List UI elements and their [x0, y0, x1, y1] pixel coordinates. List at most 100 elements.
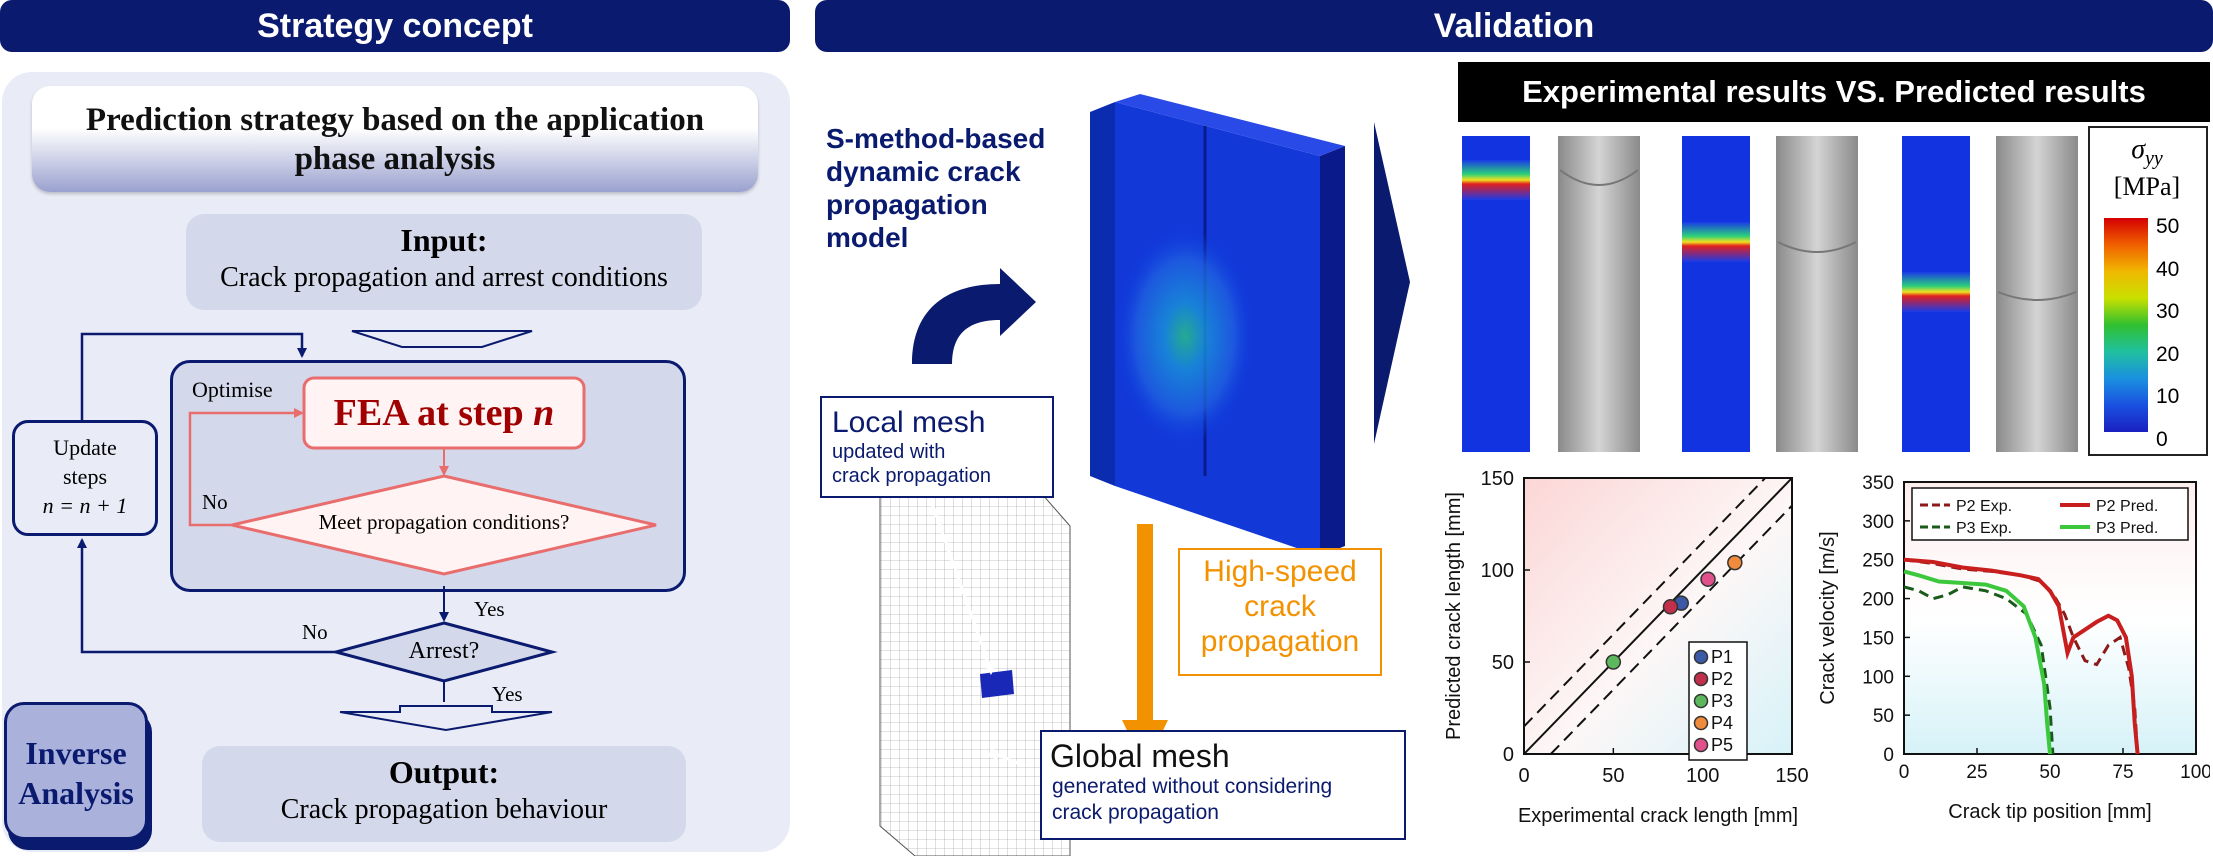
high-speed-line3: propagation: [1200, 625, 1360, 658]
chart2-xlabel: Crack tip position [mm]: [1948, 801, 2151, 823]
chart2-legend-label: P2 Pred.: [2096, 498, 2158, 515]
chart1-line-upper: [1524, 478, 1767, 728]
input-flow-arrow: [351, 330, 533, 348]
chart2-ytick-label: 250: [1862, 551, 1894, 572]
photo-result-2: [1776, 136, 1858, 452]
chart2-ytick-label: 0: [1883, 745, 1894, 766]
global-mesh-line2: crack propagation: [1052, 801, 1219, 824]
fea-step-label: FEA at step n: [304, 378, 584, 448]
chart2-ytick-label: 350: [1862, 473, 1894, 494]
local-mesh-pointer-head: [983, 662, 997, 675]
crack-band-1: [1462, 160, 1530, 200]
result-images: [1462, 136, 2078, 452]
chart2-series-p2-pred-: [1903, 557, 2140, 755]
results-pointer-triangle: [1374, 122, 1410, 444]
chart1-legend-swatch-p3: [1693, 693, 1709, 709]
condition-label: Meet propagation conditions?: [318, 510, 570, 534]
result-pair-2: [1682, 136, 1858, 452]
colorbar-sigma: σ: [2131, 134, 2146, 165]
chart1-legend-swatch-p1: [1693, 649, 1709, 665]
local-mesh-patch: [980, 670, 1014, 698]
strategy-flowchart: [77, 330, 657, 732]
local-mesh-line2: crack propagation: [832, 465, 991, 487]
arrest-no-label: No: [302, 620, 328, 644]
inverse-analysis-line2: Analysis: [18, 775, 134, 811]
fea-step-text: FEA at step: [333, 392, 534, 434]
curved-arrow-icon: [912, 268, 1036, 364]
chart1-legend-label: P5: [1711, 735, 1733, 755]
model-title: S-method-based dynamic crack propagation…: [826, 122, 1045, 254]
update-steps-line3: n = n + 1: [42, 493, 128, 518]
high-speed-label: High-speed crack propagation: [1178, 548, 1382, 676]
input-box: Input: Crack propagation and arrest cond…: [186, 214, 702, 310]
crack-band-3: [1902, 272, 1970, 312]
high-speed-line1: High-speed: [1203, 555, 1357, 588]
crack-band-2: [1682, 222, 1750, 262]
photo-crack-3: [1997, 291, 2077, 301]
photo-crack-1: [1559, 169, 1639, 186]
strategy-concept-banner: Strategy concept: [0, 0, 790, 52]
chart1-legend-label: P4: [1711, 713, 1733, 733]
update-loop-arrow: [80, 332, 307, 420]
output-box: Output: Crack propagation behaviour: [202, 746, 686, 842]
chart1-line-identity: [1524, 478, 1792, 754]
condition-yes-label: Yes: [474, 597, 505, 621]
output-text: Crack propagation behaviour: [280, 794, 608, 825]
chart1-legend-label: P1: [1711, 647, 1733, 667]
chart1-ylabel: Predicted crack length [mm]: [1443, 492, 1465, 740]
chart1-point-p3: [1605, 654, 1622, 670]
fea-step-var: n: [533, 392, 555, 434]
chart2-legend-label: P3 Exp.: [1956, 520, 2012, 537]
chart1-ytick-label: 150: [1481, 468, 1514, 490]
chart2-xtick-label: 25: [1966, 762, 1987, 783]
chart2-legend-box: [1911, 487, 2189, 541]
global-mesh-title: Global mesh: [1050, 738, 1230, 774]
chart2-ylabel: Crack velocity [m/s]: [1817, 531, 1839, 704]
optimise-label: Optimise: [192, 377, 273, 402]
fe-model-illustration: [879, 94, 1410, 856]
chart1-ytick-label: 100: [1481, 560, 1514, 582]
results-header: Experimental results VS. Predicted resul…: [1458, 62, 2210, 122]
chart2-ytick-label: 100: [1862, 667, 1894, 688]
chart1-ytick-label: 0: [1503, 744, 1514, 766]
output-flow-arrow: [339, 705, 553, 732]
fe-block-left: [1090, 102, 1115, 486]
strategy-title-line2: phase analysis: [294, 141, 496, 177]
chart1-legend-swatch-p5: [1693, 737, 1709, 753]
model-title-line4: model: [826, 222, 909, 253]
chart1-xlabel: Experimental crack length [mm]: [1518, 805, 1798, 827]
optimise-loop-arrow: [188, 408, 304, 527]
colorbar-unit: [MPa]: [2113, 172, 2181, 201]
colorbar-tick-50: 50: [2156, 215, 2180, 238]
update-steps-line1: Update: [53, 435, 117, 460]
chart2-ytick-label: 300: [1862, 512, 1894, 533]
colorbar-gradient: [2104, 218, 2148, 432]
update-steps-box: Update steps n = n + 1: [12, 420, 158, 536]
photo-crack-2: [1777, 241, 1857, 253]
local-mesh-label: Local mesh updated with crack propagatio…: [820, 396, 1054, 498]
model-title-line2: dynamic crack: [826, 156, 1021, 187]
inverse-analysis-line1: Inverse: [25, 735, 127, 771]
chart2-legend-label: P2 Exp.: [1956, 498, 2012, 515]
chart1-legend-label: P3: [1711, 691, 1733, 711]
chart2-xtick-label: 0: [1899, 762, 1910, 783]
input-title: Input:: [400, 222, 488, 258]
local-mesh-title: Local mesh: [832, 406, 986, 439]
chart1-xtick-label: 0: [1518, 765, 1529, 787]
stress-field: [1115, 226, 1255, 446]
chart2-xtick-label: 50: [2039, 762, 2060, 783]
chart1-point-p2: [1662, 599, 1679, 615]
high-speed-line2: crack: [1244, 590, 1316, 623]
fe-result-2: [1682, 136, 1750, 452]
chart1-legend-swatch-p2: [1693, 671, 1709, 687]
colorbar-tick-20: 20: [2156, 342, 2180, 366]
arrest-yes-label: Yes: [492, 682, 523, 706]
output-title: Output:: [388, 754, 500, 790]
condition-no-label: No: [202, 490, 228, 514]
local-mesh-pointer: [928, 497, 992, 669]
local-mesh-line1: updated with: [832, 441, 946, 463]
colorbar-symbol: σyy: [2088, 134, 2206, 171]
chart2-ytick-label: 200: [1862, 590, 1894, 611]
